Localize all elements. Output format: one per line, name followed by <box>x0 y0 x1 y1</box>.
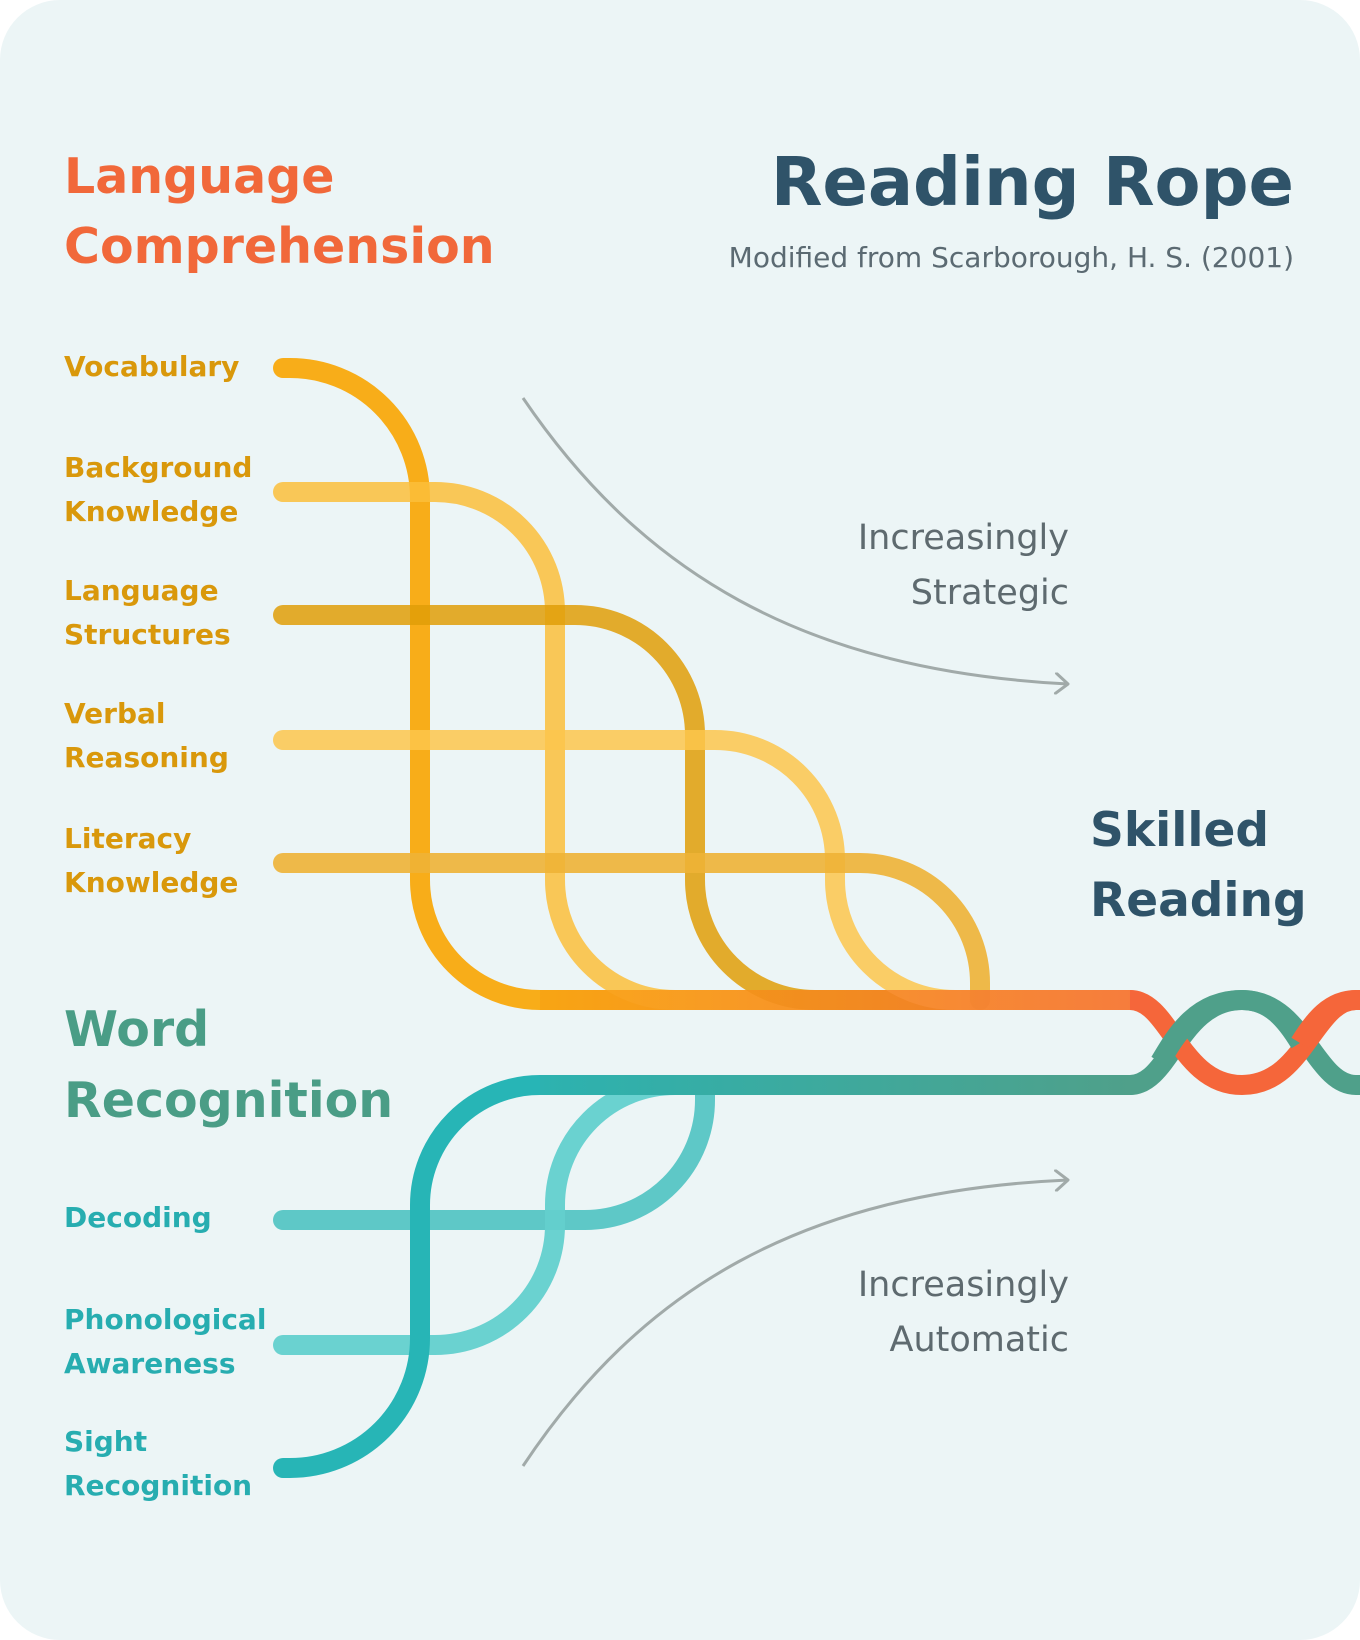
page-subtitle: Modified from Scarborough, H. S. (2001) <box>728 241 1294 274</box>
strategic-arrow <box>521 397 1068 684</box>
label-sight-recognition: Sight Recognition <box>64 1420 252 1508</box>
increasingly-automatic-label: Increasingly Automatic <box>858 1258 1069 1368</box>
increasingly-strategic-label: Increasingly Strategic <box>858 511 1069 621</box>
side-label-line: Strategic <box>910 573 1069 613</box>
language-comprehension-title-line: Language <box>64 148 335 205</box>
label-line: Reasoning <box>64 741 229 774</box>
strand-decoding <box>273 1075 715 1230</box>
side-label-line: Increasingly <box>857 518 1069 558</box>
label-line: Vocabulary <box>64 350 240 383</box>
word-recognition-title: Word Recognition <box>64 994 393 1136</box>
label-line: Phonological <box>64 1303 267 1336</box>
skilled-reading-line: Reading <box>1090 873 1307 928</box>
label-literacy-knowledge: Literacy Knowledge <box>64 817 238 905</box>
automatic-arrow <box>521 1180 1068 1467</box>
label-line: Recognition <box>64 1469 253 1502</box>
language-comprehension-title: Language Comprehension <box>64 142 495 282</box>
label-phonological-awareness: Phonological Awareness <box>64 1298 266 1386</box>
side-label-line: Automatic <box>889 1320 1070 1360</box>
word-recognition-title-line: Recognition <box>64 1072 394 1129</box>
label-line: Knowledge <box>64 866 239 899</box>
label-vocabulary: Vocabulary <box>64 345 239 389</box>
label-line: Literacy <box>64 822 192 855</box>
label-line: Decoding <box>64 1201 212 1234</box>
label-line: Structures <box>64 618 231 651</box>
label-line: Language <box>64 574 219 607</box>
label-decoding: Decoding <box>64 1196 212 1240</box>
label-line: Sight <box>64 1425 148 1458</box>
label-background-knowledge: Background Knowledge <box>64 446 252 534</box>
label-line: Background <box>64 451 253 484</box>
strand-literacy-knowledge <box>273 853 990 1010</box>
label-line: Verbal <box>64 697 166 730</box>
strand-language-structures <box>273 605 1140 1010</box>
page-title: Reading Rope <box>770 143 1294 221</box>
twist-orange-over <box>1291 990 1360 1049</box>
label-verbal-reasoning: Verbal Reasoning <box>64 692 229 780</box>
label-language-structures: Language Structures <box>64 569 231 657</box>
word-recognition-title-line: Word <box>64 1001 210 1058</box>
label-line: Awareness <box>64 1347 236 1380</box>
strand-sight-recognition <box>273 1075 1140 1478</box>
label-line: Knowledge <box>64 495 239 528</box>
skilled-reading-line: Skilled <box>1090 803 1269 858</box>
skilled-reading-label: Skilled Reading <box>1090 796 1307 936</box>
side-label-line: Increasingly <box>857 1265 1069 1305</box>
language-comprehension-title-line: Comprehension <box>64 218 495 275</box>
strand-phonological-awareness <box>273 1075 1140 1355</box>
twist-green-over <box>1151 989 1309 1068</box>
